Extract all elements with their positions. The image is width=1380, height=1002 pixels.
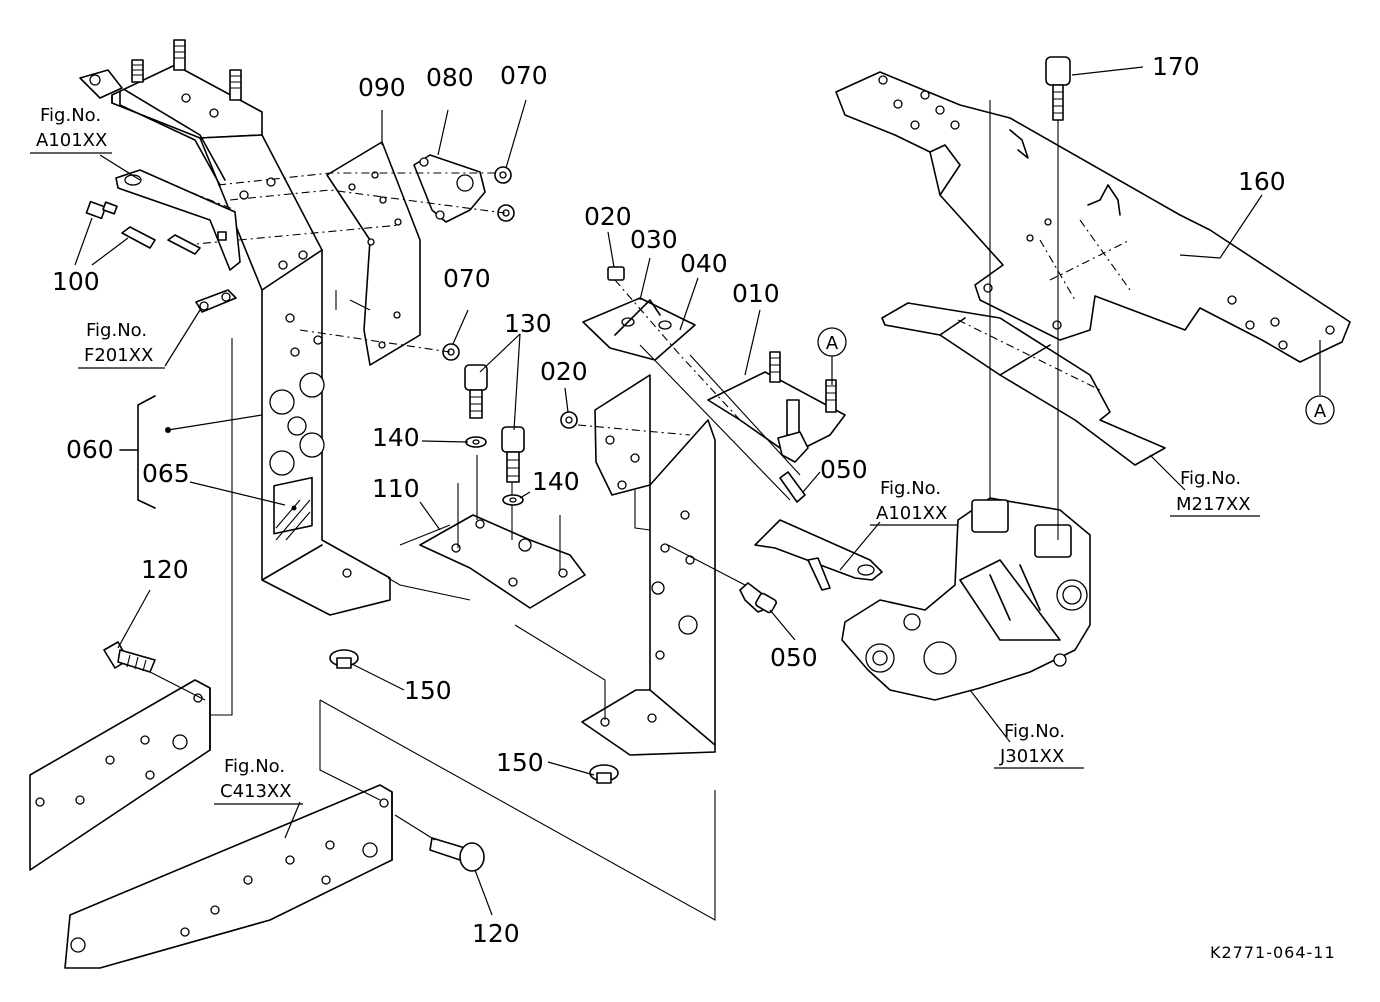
- label-020-mid: 020: [540, 357, 588, 386]
- bolts-100: [85, 200, 201, 255]
- svg-text:A: A: [826, 333, 839, 354]
- svg-text:A101XX: A101XX: [876, 503, 947, 524]
- fig-ref-a101-mid: Fig.No. A101XX: [870, 478, 958, 526]
- svg-text:Fig.No.: Fig.No.: [40, 105, 101, 126]
- fig-ref-c413: Fig.No. C413XX: [214, 756, 303, 805]
- plate-090: [326, 141, 421, 366]
- leader-lines: [74, 66, 1321, 916]
- bolts-120: [103, 641, 485, 872]
- plate-110: [419, 440, 586, 609]
- alignment-lines-center: [387, 279, 801, 720]
- washers-140: [465, 436, 524, 506]
- label-120-bottom: 120: [472, 919, 520, 948]
- label-060: 060: [66, 435, 114, 464]
- center-bracket-010: [560, 266, 846, 756]
- label-070-mid: 070: [443, 264, 491, 293]
- label-120-left: 120: [141, 555, 189, 584]
- svg-text:Fig.No.: Fig.No.: [880, 478, 941, 499]
- svg-text:Fig.No.: Fig.No.: [1180, 468, 1241, 489]
- svg-text:J301XX: J301XX: [999, 746, 1064, 767]
- label-080: 080: [426, 63, 474, 92]
- label-050-bottom: 050: [770, 643, 818, 672]
- label-010: 010: [732, 279, 780, 308]
- left-main-bracket: [79, 39, 391, 616]
- callout-a-top: A: [817, 327, 847, 357]
- bracket-080: [413, 154, 486, 223]
- label-050-right: 050: [820, 455, 868, 484]
- label-130: 130: [504, 309, 552, 338]
- svg-text:F201XX: F201XX: [84, 345, 153, 366]
- bolts-050: [739, 471, 806, 614]
- bolts-130: [464, 364, 525, 483]
- label-140-right: 140: [532, 467, 580, 496]
- frame-left: [29, 679, 211, 871]
- plate-f201: [195, 289, 237, 313]
- label-030: 030: [630, 225, 678, 254]
- svg-text:A101XX: A101XX: [36, 130, 107, 151]
- svg-text:Fig.No.: Fig.No.: [86, 320, 147, 341]
- label-020-top: 020: [584, 202, 632, 231]
- svg-text:C413XX: C413XX: [220, 781, 292, 802]
- label-065: 065: [142, 459, 190, 488]
- alignment-lines-left: [139, 171, 506, 716]
- label-150-left: 150: [404, 676, 452, 705]
- fig-ref-a101-left: Fig.No. A101XX: [30, 105, 112, 154]
- svg-text:M217XX: M217XX: [1176, 494, 1251, 515]
- label-100: 100: [52, 267, 100, 296]
- alignment-lines-right: [989, 100, 1059, 540]
- frame-bottom: [64, 784, 393, 969]
- label-070-top: 070: [500, 61, 548, 90]
- label-170: 170: [1152, 52, 1200, 81]
- svg-text:A: A: [1314, 401, 1327, 422]
- label-090: 090: [358, 73, 406, 102]
- fig-ref-m217: Fig.No. M217XX: [1170, 468, 1260, 517]
- svg-text:Fig.No.: Fig.No.: [224, 756, 285, 777]
- label-140-left: 140: [372, 423, 420, 452]
- svg-text:Fig.No.: Fig.No.: [1004, 721, 1065, 742]
- label-040: 040: [680, 249, 728, 278]
- nuts-070: [442, 166, 515, 361]
- label-160: 160: [1238, 167, 1286, 196]
- group-bracket-060: [119, 395, 263, 509]
- fig-ref-f201: Fig.No. F201XX: [78, 320, 165, 369]
- label-150-right: 150: [496, 748, 544, 777]
- label-110: 110: [372, 474, 420, 503]
- housing-j301: [841, 497, 1091, 701]
- figure-references: Fig.No. A101XX Fig.No. F201XX Fig.No. C4…: [30, 105, 1260, 805]
- alignment-lines-bottom: [149, 671, 716, 921]
- plate-m217: [881, 302, 1166, 466]
- bolt-170: [1045, 56, 1071, 121]
- bushes-150: [329, 649, 619, 784]
- part-number-labels: 090 080 070 070 100 060 065 130 140 140 …: [52, 52, 1286, 948]
- callout-a-right: A: [1305, 395, 1335, 425]
- drawing-code: K2771-064-11: [1210, 943, 1336, 962]
- bracket-160: [835, 71, 1351, 363]
- bracket-a101-mid: [754, 519, 883, 591]
- fig-ref-j301: Fig.No. J301XX: [994, 721, 1084, 769]
